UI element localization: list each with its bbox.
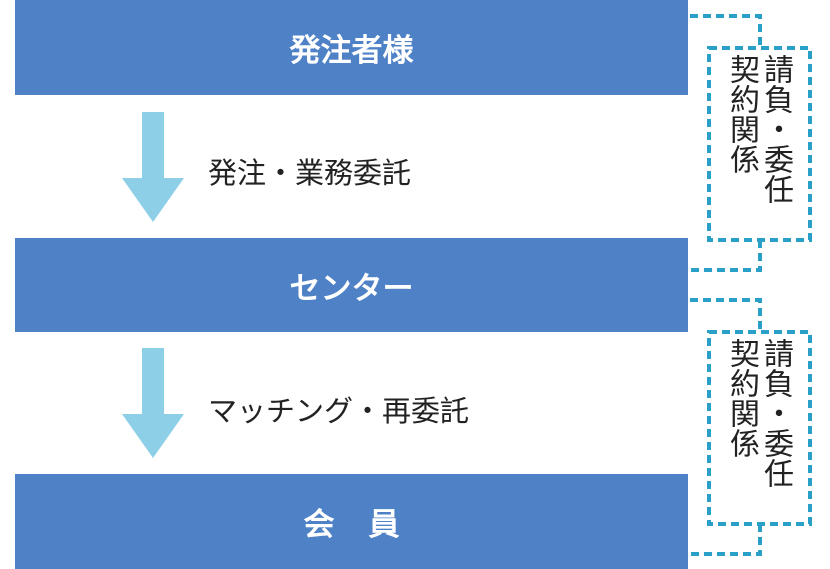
lower-relation-line2: 契約関係 — [724, 338, 759, 458]
upper-connector-bottom — [690, 240, 762, 272]
member-box-label: 会員 — [303, 507, 434, 543]
upper-relation-line1: 請負・委任 — [758, 54, 793, 204]
center-box: センター — [15, 238, 688, 332]
lower-connector-top — [690, 298, 762, 332]
lower-contract-relation: 請負・委任 契約関係 — [712, 338, 804, 488]
center-box-label: センター — [289, 270, 414, 307]
down-arrow-icon — [122, 348, 184, 458]
matching-subcontract-label: マッチング・再委託 — [208, 394, 470, 428]
client-box-label: 発注者様 — [289, 33, 414, 69]
lower-connector-bottom — [690, 524, 762, 556]
upper-relation-line2: 契約関係 — [724, 54, 759, 174]
client-box: 発注者様 — [15, 0, 688, 95]
upper-connector-top — [690, 14, 762, 48]
lower-relation-line1: 請負・委任 — [758, 338, 793, 488]
down-arrow-icon — [122, 112, 184, 222]
upper-contract-relation: 請負・委任 契約関係 — [712, 54, 804, 204]
member-box: 会員 — [15, 474, 688, 569]
order-outsourcing-label: 発注・業務委託 — [208, 156, 412, 190]
